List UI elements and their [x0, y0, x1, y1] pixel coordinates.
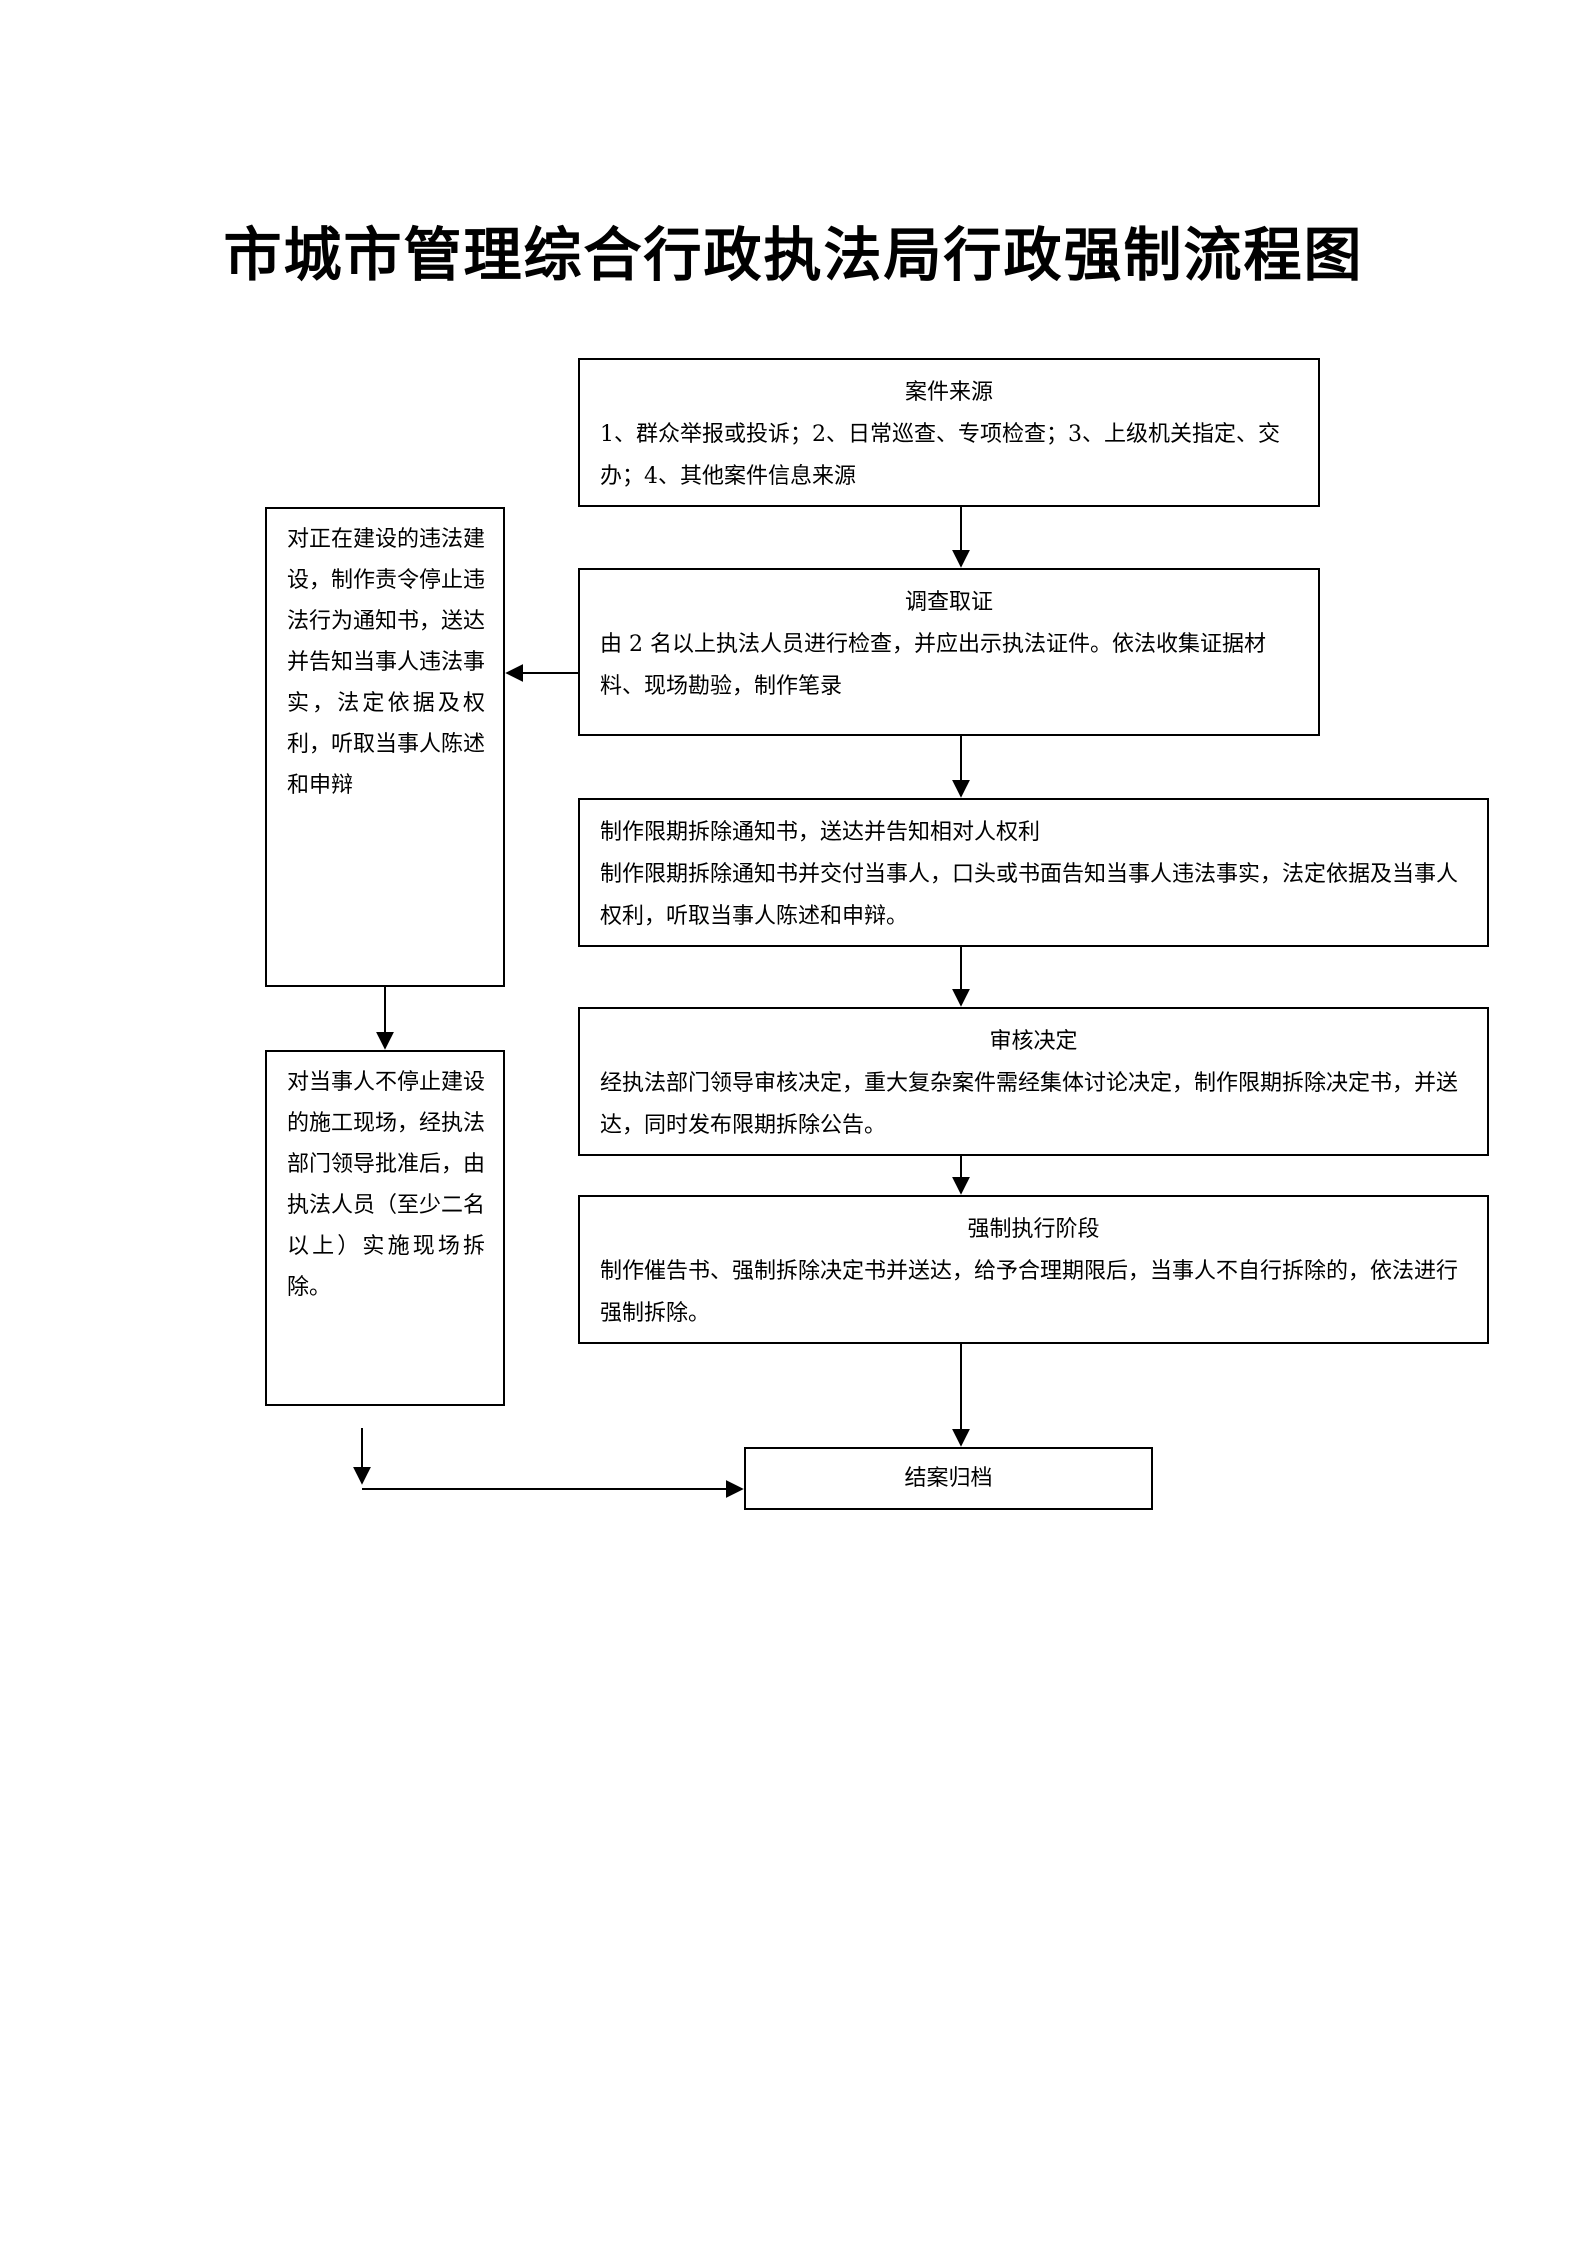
investigation-box: 调查取证 由 2 名以上执法人员进行检查，并应出示执法证件。依法收集证据材料、现… — [578, 568, 1320, 736]
onsite-removal-text: 对当事人不停止建设的施工现场，经执法部门领导批准后，由执法人员（至少二名以上）实… — [287, 1070, 486, 1300]
page-title: 市城市管理综合行政执法局行政强制流程图 — [223, 221, 1364, 289]
case-source-text: 1、群众举报或投诉；2、日常巡查、专项检查；3、上级机关指定、交办；4、其他案件… — [600, 422, 1280, 489]
review-heading: 审核决定 — [989, 1029, 1078, 1054]
enforcement-heading: 强制执行阶段 — [967, 1217, 1100, 1242]
close-case-label: 结案归档 — [904, 1465, 993, 1491]
notice-box: 制作限期拆除通知书，送达并告知相对人权利 制作限期拆除通知书并交付当事人，口头或… — [578, 798, 1489, 947]
onsite-removal-box: 对当事人不停止建设的施工现场，经执法部门领导批准后，由执法人员（至少二名以上）实… — [265, 1050, 505, 1406]
enforcement-box: 强制执行阶段 制作催告书、强制拆除决定书并送达，给予合理期限后，当事人不自行拆除… — [578, 1195, 1489, 1344]
case-source-box: 案件来源 1、群众举报或投诉；2、日常巡查、专项检查；3、上级机关指定、交办；4… — [578, 358, 1320, 507]
enforcement-text: 制作催告书、强制拆除决定书并送达，给予合理期限后，当事人不自行拆除的，依法进行强… — [600, 1259, 1459, 1326]
notice-text: 制作限期拆除通知书并交付当事人，口头或书面告知当事人违法事实，法定依据及当事人权… — [600, 862, 1459, 929]
review-text: 经执法部门领导审核决定，重大复杂案件需经集体讨论决定，制作限期拆除决定书，并送达… — [600, 1071, 1459, 1138]
investigation-heading: 调查取证 — [904, 590, 993, 615]
investigation-text: 由 2 名以上执法人员进行检查，并应出示执法证件。依法收集证据材料、现场勘验，制… — [600, 632, 1266, 699]
stop-order-text: 对正在建设的违法建设，制作责令停止违法行为通知书，送达并告知当事人违法事实，法定… — [287, 527, 486, 798]
stop-order-box: 对正在建设的违法建设，制作责令停止违法行为通知书，送达并告知当事人违法事实，法定… — [265, 507, 505, 987]
notice-heading: 制作限期拆除通知书，送达并告知相对人权利 — [600, 820, 1041, 845]
review-box: 审核决定 经执法部门领导审核决定，重大复杂案件需经集体讨论决定，制作限期拆除决定… — [578, 1007, 1489, 1156]
close-case-box: 结案归档 — [744, 1447, 1153, 1510]
case-source-heading: 案件来源 — [904, 380, 993, 405]
